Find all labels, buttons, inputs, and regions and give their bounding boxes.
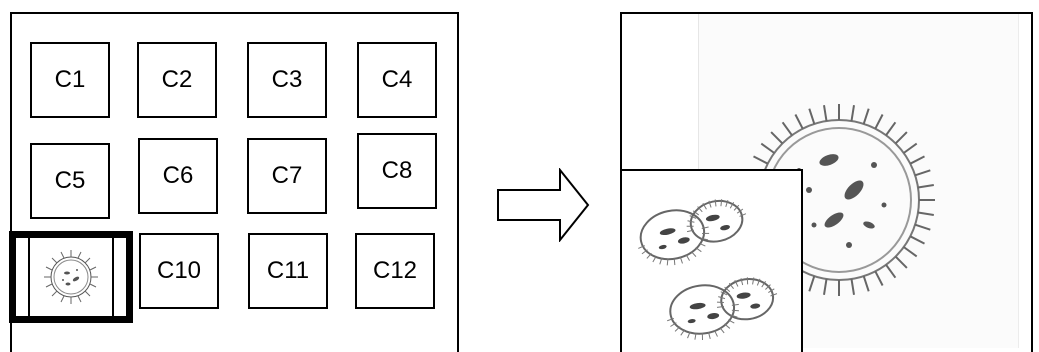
inset-image — [622, 169, 803, 352]
cell-c4[interactable]: C4 — [357, 42, 437, 118]
cell-c3[interactable]: C3 — [247, 42, 327, 118]
cell-c11[interactable]: C11 — [248, 233, 328, 309]
cell-grid-panel — [10, 12, 459, 352]
cell-c1[interactable]: C1 — [30, 42, 110, 118]
cell-c8[interactable]: C8 — [357, 133, 437, 209]
dividing-bacteria-icon — [638, 199, 778, 340]
microbe-thumbnail-icon — [44, 250, 98, 304]
cell-c7[interactable]: C7 — [247, 138, 327, 214]
cell-c5[interactable]: C5 — [30, 143, 110, 219]
cell-c9-thumbnail[interactable] — [28, 236, 114, 318]
cell-c2[interactable]: C2 — [137, 42, 217, 118]
cell-c10[interactable]: C10 — [139, 233, 219, 309]
zoomed-result-panel — [620, 12, 1033, 352]
right-arrow-icon — [497, 168, 590, 242]
cell-c6[interactable]: C6 — [138, 138, 218, 214]
cell-c12[interactable]: C12 — [355, 233, 435, 309]
